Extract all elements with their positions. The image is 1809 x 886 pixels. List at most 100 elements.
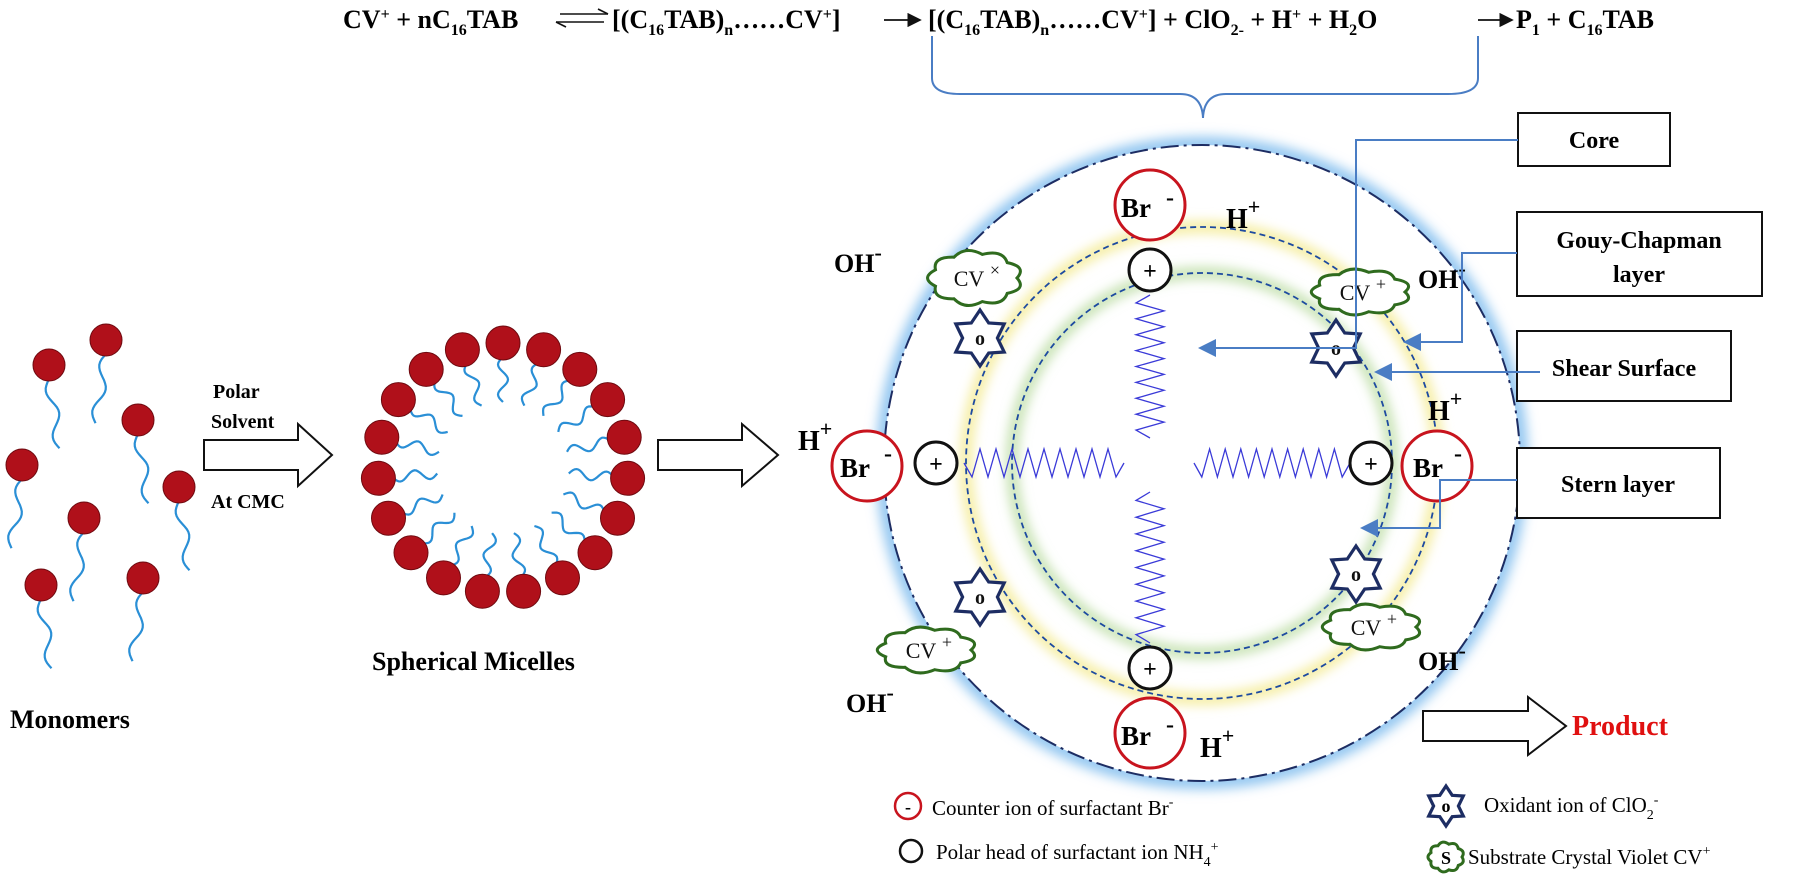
core-box [1517,112,1671,167]
tail-zigzag-right [1193,446,1351,480]
svg-text:Br: Br [840,453,870,483]
svg-text:+: + [1376,274,1386,294]
micelle-surfactant [364,419,440,457]
br-ion-bottom: Br - [1113,696,1187,770]
product-label: Product [1572,711,1669,742]
svg-text:Polar head of surfactant ion N: Polar head of surfactant ion NH4+ [936,840,1219,870]
oxidant-star: o [953,307,1007,369]
at-cmc-label: At CMC [211,491,285,513]
monomer [121,403,155,504]
h-ion-left: H+ [798,416,832,457]
cv-cloud: CV+ [875,625,977,675]
svg-text:CV: CV [1351,615,1382,640]
micelle-surfactant [534,524,580,596]
micelle-detail: + + + + Br - Br - Br - [798,137,1528,789]
cv-cloud: CV+ [1309,267,1411,317]
svg-text:-: - [1166,712,1174,738]
monomer [126,561,160,662]
cv-cloud: CV+ [1320,602,1422,652]
svg-text:[(C16TAB)n……CV+] + ClO2- + H+: [(C16TAB)n……CV+] + ClO2- + H+ + H2O [928,5,1377,39]
polar-head-right: + [1348,440,1394,486]
to-detail-arrow [657,421,780,489]
monomer [89,323,123,424]
svg-text:Oxidant ion of ClO2-: Oxidant ion of ClO2- [1484,793,1659,823]
legend-substrate: S Substrate Crystal Violet CV+ [1426,840,1711,874]
svg-text:S: S [1441,848,1451,868]
core-label: Core [1569,128,1620,154]
svg-text:CV: CV [954,266,985,291]
micelle-surfactant [426,525,475,596]
svg-text:-: - [905,797,911,817]
svg-text:o: o [1442,796,1451,816]
br-ion-left: Br - [830,429,904,503]
micelle-surfactant [380,382,448,434]
svg-text:Substrate Crystal Violet CV+: Substrate Crystal Violet CV+ [1468,844,1711,869]
svg-text:+: + [1364,452,1378,478]
micelle-surfactant [506,532,542,609]
product-arrow [1422,694,1568,758]
svg-text:CV: CV [906,638,937,663]
svg-text:o: o [1351,564,1361,586]
shear-surface-label: Shear Surface [1552,356,1697,382]
legend-counter-ion: - Counter ion of surfactant Br- [893,791,1174,821]
svg-text:-: - [884,441,892,467]
svg-text:-: - [1454,441,1462,467]
solvent-label: Solvent [211,411,275,433]
svg-text:Br: Br [1413,453,1443,483]
legend-oxidant: o Oxidant ion of ClO2- [1426,783,1659,829]
svg-text:×: × [990,260,1000,280]
svg-text:+: + [942,632,952,652]
polar-solvent-arrow [203,421,334,489]
svg-text:o: o [975,328,985,350]
h-ion-right: H+ [1428,386,1462,427]
tail-zigzag-top [1133,294,1167,439]
monomer [24,568,58,669]
svg-text:[(C16TAB)n……CV+]: [(C16TAB)n……CV+] [612,5,841,39]
micelle-surfactant [568,460,646,496]
shear-surface-box [1516,330,1732,402]
micelle-surfactant [541,351,598,417]
stern-layer-label: Stern layer [1561,472,1675,498]
micelle-surfactant [464,532,500,609]
svg-text:+: + [929,452,943,478]
gouy-leader [1403,252,1517,351]
cv-clouds: CV×CV+CV+CV+ [875,249,1422,675]
micelle-surfactant [557,382,626,433]
micelle-surfactant [566,419,642,455]
micelle-surfactant [360,460,439,496]
gouy-chapman-label-line1: Gouy-Chapman [1556,228,1721,254]
monomer [32,348,66,449]
svg-text:CV+ + nC16TAB: CV+ + nC16TAB [343,5,518,39]
monomers-group [5,323,196,669]
svg-text:Br: Br [1121,721,1151,751]
micelle-surfactant [444,332,483,407]
stern-leader [1360,479,1517,537]
svg-text:-: - [1166,185,1174,211]
legend-polar-head: Polar head of surfactant ion NH4+ [898,838,1219,870]
svg-text:o: o [975,587,985,609]
monomer [5,448,39,549]
micelle-surfactant [371,494,444,536]
svg-text:+: + [1143,259,1157,285]
tail-zigzag-bottom [1133,491,1167,644]
polar-head-left: + [913,440,959,486]
monomer [67,501,101,602]
svg-text:P1 + C16TAB: P1 + C16TAB [1516,5,1654,39]
monomers-label: Monomers [10,705,130,734]
cv-cloud: CV× [926,249,1022,307]
oh-ion-bottom-right: OH- [1418,638,1466,676]
br-ion-right: Br - [1400,429,1474,503]
micelle-surfactant [551,511,613,571]
micelle-surfactant [485,325,521,403]
micelle-surfactant [520,332,562,407]
cv-cloud [1426,840,1465,874]
oh-ion-bottom-left: OH- [846,680,894,718]
gouy-chapman-box [1516,211,1763,297]
oh-ion-top-right: OH- [1418,256,1466,294]
micelle-surfactant [562,491,635,536]
polar-head-top: + [1127,247,1173,293]
svg-text:Counter ion of surfactant Br-: Counter ion of surfactant Br- [932,795,1174,820]
svg-text:+: + [1143,657,1157,683]
